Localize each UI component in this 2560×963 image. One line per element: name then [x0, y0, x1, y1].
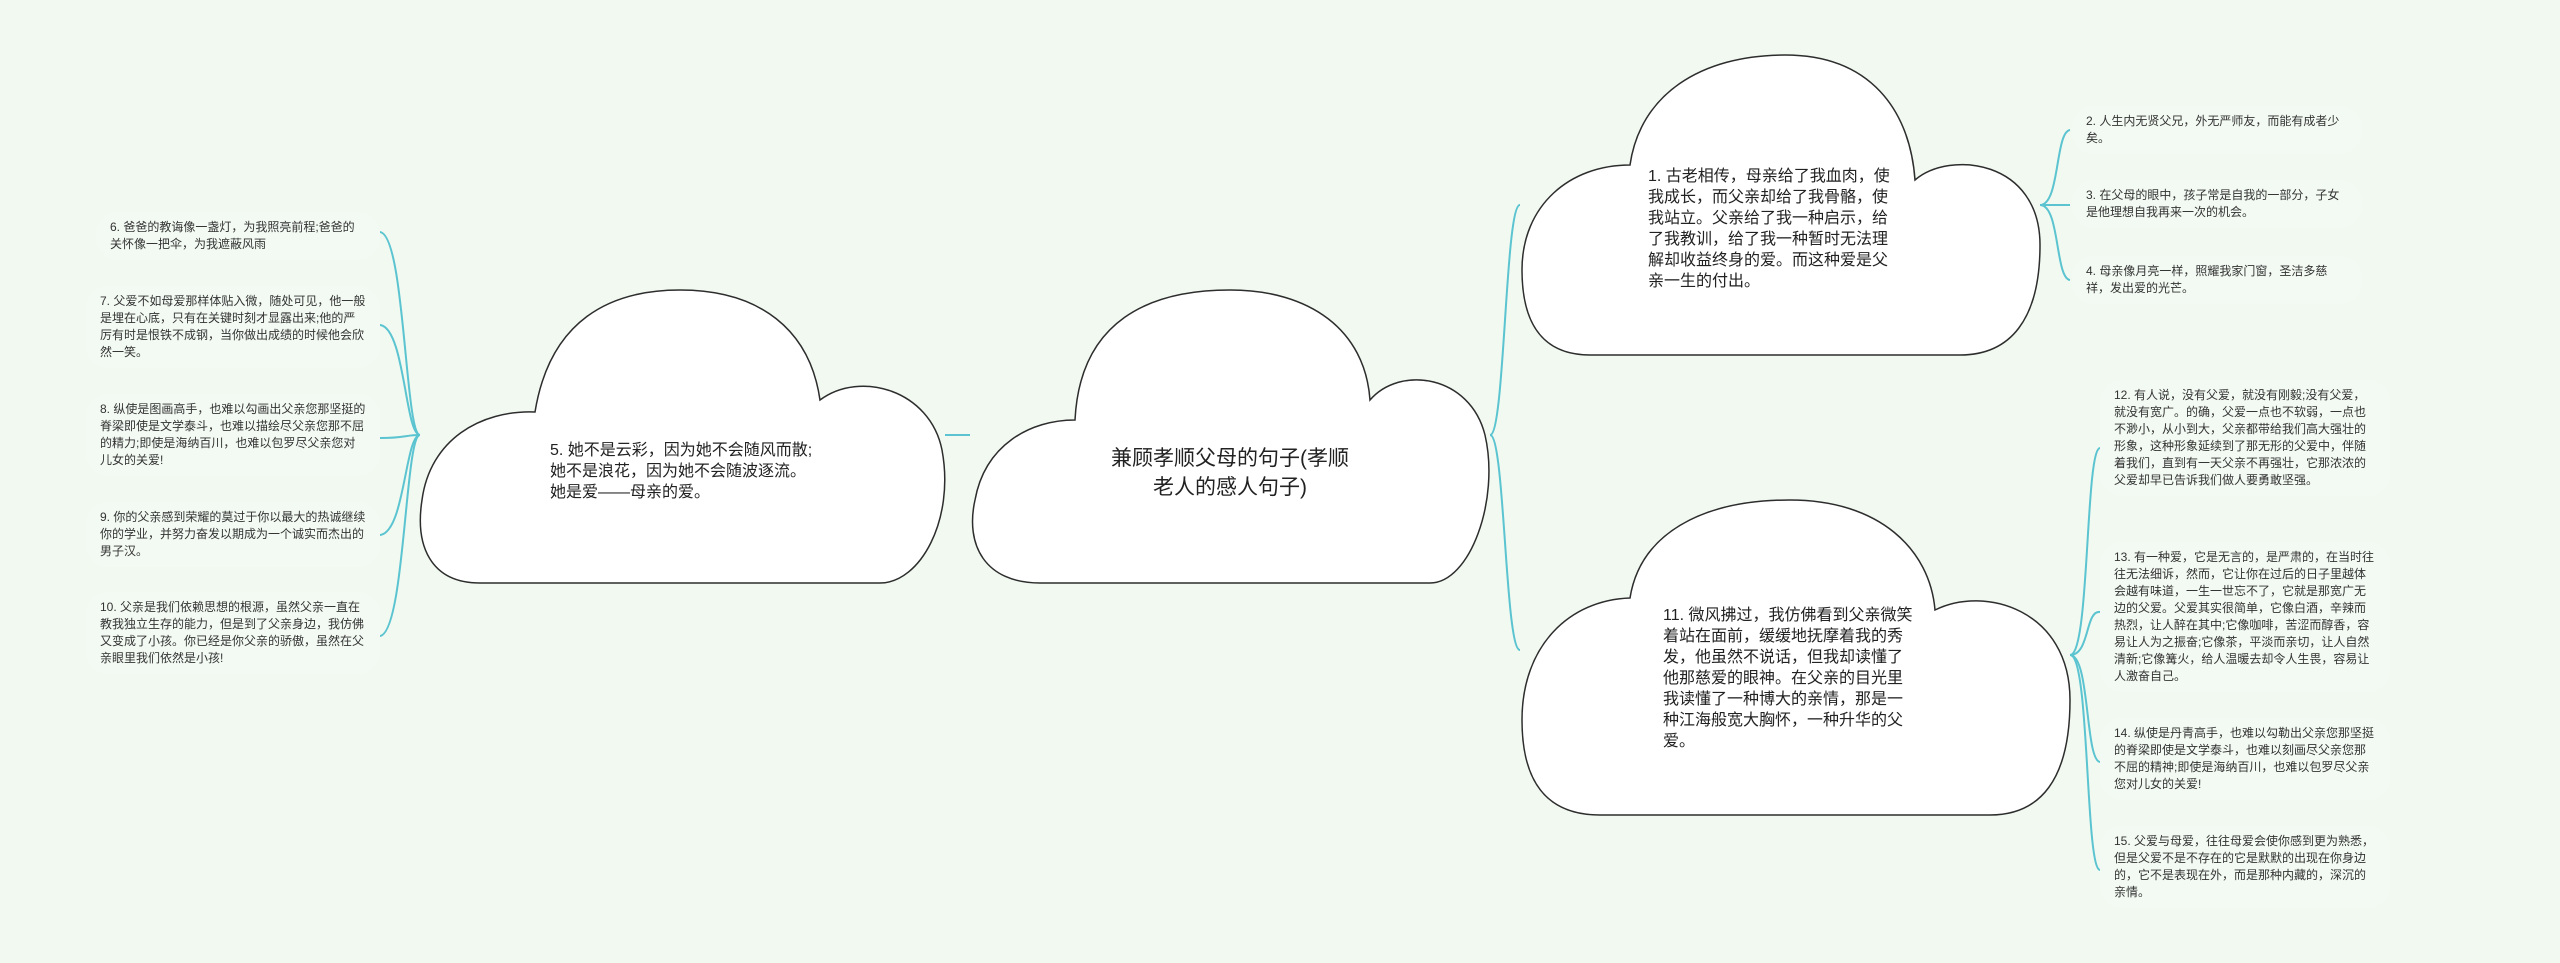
- right-leaf-14: 14. 纵使是丹青高手，也难以勾勒出父亲您那坚挺的脊梁即使是文学泰斗，也难以刻画…: [2100, 718, 2390, 800]
- right-leaf-13: 13. 有一种爱，它是无言的，是严肃的，在当时往往无法细诉，然而，它让你在过后的…: [2100, 542, 2390, 692]
- right-top-cloud: [1521, 54, 2041, 356]
- left-leaf-6: 6. 爸爸的教诲像一盏灯，为我照亮前程;爸爸的关怀像一把伞，为我遮蔽风雨: [96, 212, 380, 260]
- right-bottom-node-text: 11. 微风拂过，我仿佛看到父亲微笑着站在面前，缓缓地抚摩着我的秀发，他虽然不说…: [1663, 607, 1913, 750]
- left-leaf-10: 10. 父亲是我们依赖思想的根源，虽然父亲一直在教我独立生存的能力，但是到了父亲…: [86, 592, 380, 674]
- center-topic: 兼顾孝顺父母的句子(孝顺 老人的感人句子): [1080, 444, 1380, 502]
- left-leaf-9: 9. 你的父亲感到荣耀的莫过于你以最大的热诚继续你的学业，并努力奋发以期成为一个…: [86, 502, 380, 567]
- right-leaf-15: 15. 父爱与母爱，往往母爱会使你感到更为熟悉，但是父爱不是不存在的它是默默的出…: [2100, 826, 2390, 908]
- center-topic-line-2: 老人的感人句子): [1153, 476, 1307, 499]
- right-leaf-3: 3. 在父母的眼中，孩子常是自我的一部分，子女是他理想自我再来一次的机会。: [2072, 180, 2362, 228]
- right-bottom-cloud: [1521, 499, 2071, 816]
- right-leaf-2: 2. 人生内无贤父兄，外无严师友，而能有成者少矣。: [2072, 106, 2362, 154]
- left-cloud: [419, 289, 946, 584]
- right-top-node-text: 1. 古老相传，母亲给了我血肉，使我成长，而父亲却给了我骨骼，使我站立。父亲给了…: [1648, 168, 1890, 290]
- center-topic-line-1: 兼顾孝顺父母的句子(孝顺: [1111, 447, 1349, 470]
- left-leaf-7: 7. 父爱不如母爱那样体贴入微，随处可见，他一般是埋在心底，只有在关键时刻才显露…: [86, 286, 380, 368]
- center-cloud: [971, 289, 1490, 584]
- right-leaf-4: 4. 母亲像月亮一样，照耀我家门窗，圣洁多慈祥，发出爱的光芒。: [2072, 256, 2362, 304]
- connector-center-right-top: [1489, 204, 1521, 436]
- connector-lines: [379, 129, 2101, 871]
- connector-center-right-bottom: [1489, 434, 1521, 651]
- left-leaf-8: 8. 纵使是图画高手，也难以勾画出父亲您那坚挺的脊梁即使是文学泰斗，也难以描绘尽…: [86, 394, 380, 476]
- left-node-text: 5. 她不是云彩，因为她不会随风而散;她不是浪花，因为她不会随波逐流。她是爱——…: [550, 442, 813, 501]
- right-leaf-12: 12. 有人说，没有父爱，就没有刚毅;没有父爱，就没有宽广。的确，父爱一点也不软…: [2100, 380, 2390, 496]
